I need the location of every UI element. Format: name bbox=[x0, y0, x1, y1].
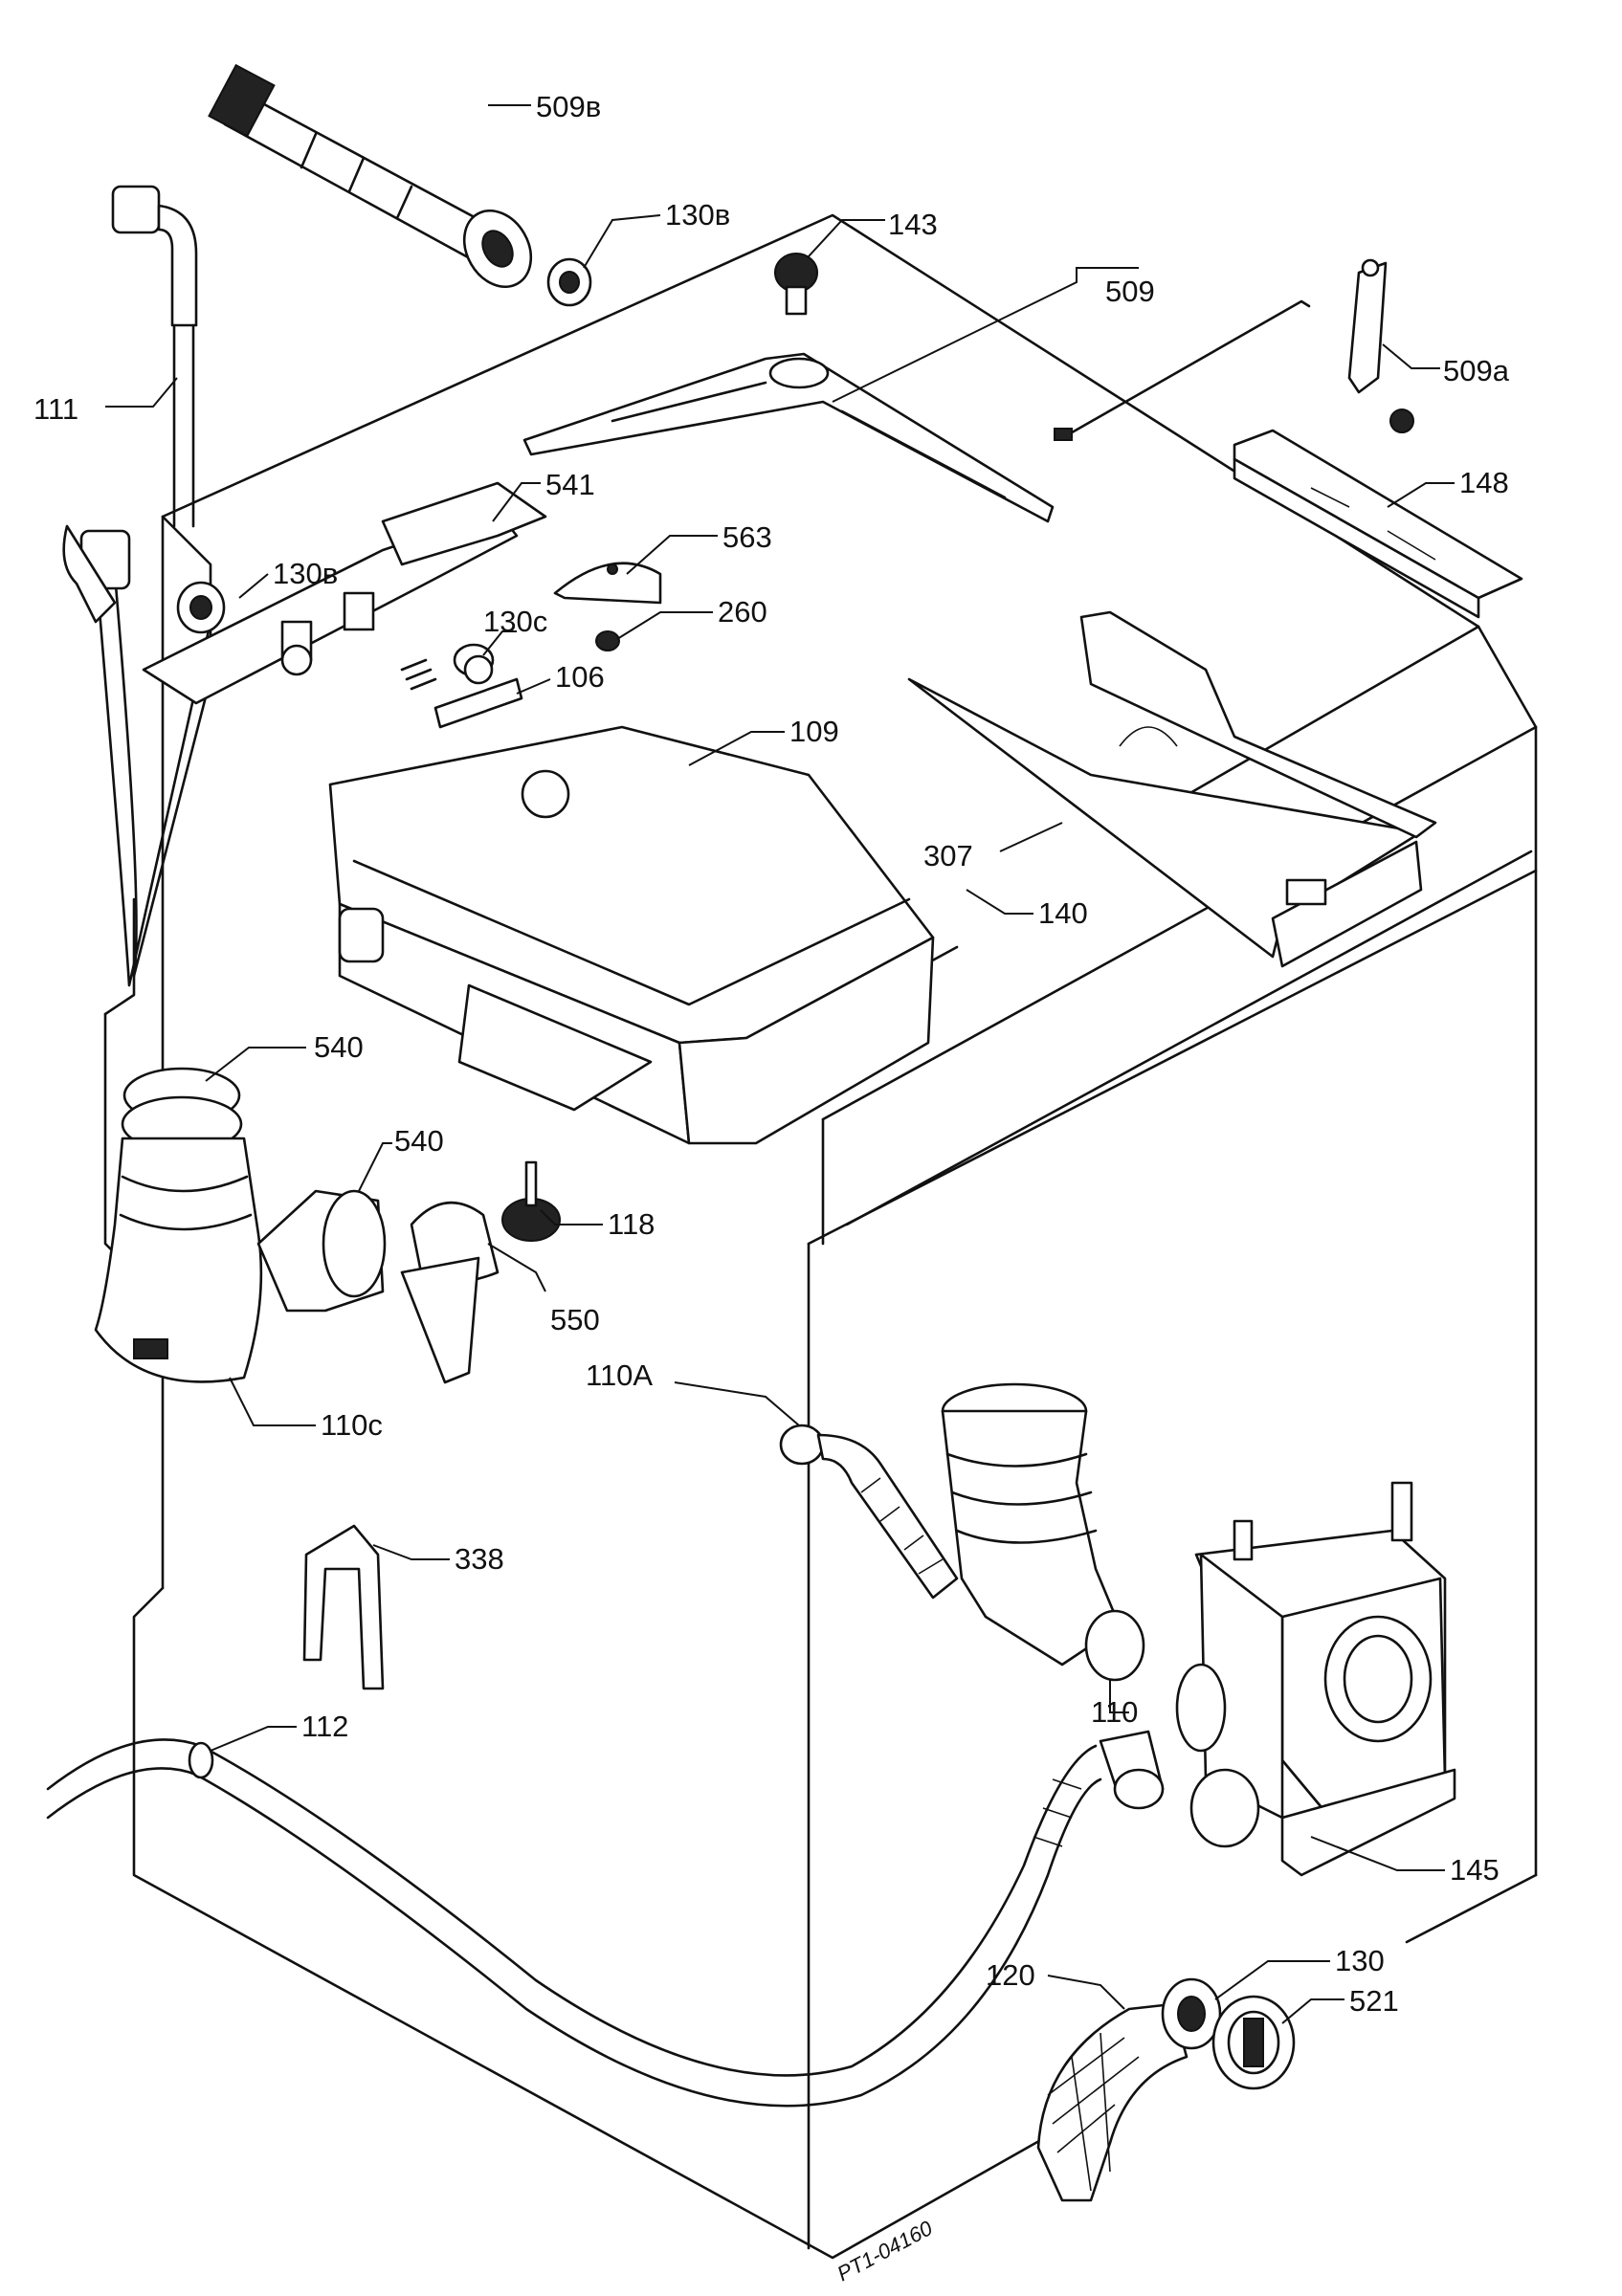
callout-106: 106 bbox=[555, 660, 605, 694]
callout-120: 120 bbox=[986, 1958, 1035, 1992]
handle-148 bbox=[1233, 429, 1523, 619]
drain-hose-112 bbox=[46, 1730, 1165, 2108]
gear-118 bbox=[501, 1160, 561, 1242]
nut-130b-mid bbox=[176, 581, 226, 634]
bracket-541 bbox=[142, 481, 547, 705]
callout-550: 550 bbox=[550, 1303, 600, 1336]
callout-labels: 509в 130в 143 509 509а 111 541 563 148 1… bbox=[33, 90, 1510, 2285]
cabinet-outline bbox=[103, 213, 1538, 2260]
cam-563 bbox=[553, 562, 662, 605]
callout-111: 111 bbox=[33, 392, 78, 426]
seal-130 bbox=[1161, 1977, 1222, 2050]
callout-140: 140 bbox=[1038, 896, 1088, 930]
drawing-reference: PT1-04160 bbox=[833, 2216, 938, 2286]
callout-130b-mid: 130в bbox=[273, 557, 338, 590]
callout-540-a: 540 bbox=[314, 1030, 364, 1064]
callout-521: 521 bbox=[1349, 1984, 1399, 2018]
callout-338: 338 bbox=[455, 1542, 504, 1576]
sump-hose-110c bbox=[94, 1067, 387, 1383]
pump-145 bbox=[1175, 1481, 1456, 1877]
callout-143: 143 bbox=[888, 208, 938, 241]
clamp-338 bbox=[302, 1524, 385, 1690]
callout-260: 260 bbox=[718, 595, 767, 629]
filter-120 bbox=[1036, 2002, 1189, 2202]
inlet-hose-111 bbox=[62, 185, 222, 987]
callout-110c: 110c bbox=[321, 1408, 383, 1442]
callout-307: 307 bbox=[923, 839, 973, 872]
callout-540-b: 540 bbox=[394, 1124, 444, 1158]
inlet-pipe-509b bbox=[208, 63, 533, 289]
knob-143 bbox=[774, 253, 818, 316]
rod-509a bbox=[1054, 258, 1414, 441]
callout-110a: 110A bbox=[586, 1358, 653, 1392]
dispenser-housing-109 bbox=[328, 725, 935, 1145]
callout-112: 112 bbox=[301, 1710, 348, 1743]
small-hose-110a bbox=[779, 1424, 959, 1600]
callout-118: 118 bbox=[608, 1207, 655, 1241]
callout-509b: 509в bbox=[536, 90, 601, 123]
callout-130: 130 bbox=[1335, 1944, 1385, 1977]
callout-109: 109 bbox=[789, 715, 839, 748]
elbow-110 bbox=[941, 1382, 1145, 1682]
callout-563: 563 bbox=[722, 520, 772, 554]
callout-110: 110 bbox=[1091, 1695, 1138, 1729]
drawer-307 bbox=[907, 610, 1437, 968]
callout-145: 145 bbox=[1450, 1853, 1500, 1887]
part-260 bbox=[595, 630, 620, 651]
callout-130b-top: 130в bbox=[665, 198, 730, 232]
lever-509 bbox=[522, 352, 1055, 523]
switch-106 bbox=[433, 654, 523, 729]
leader-lines bbox=[105, 104, 1455, 2024]
nut-130b-top bbox=[546, 257, 592, 307]
clip-550 bbox=[400, 1201, 500, 1384]
callout-130c: 130c bbox=[483, 605, 547, 638]
callout-541: 541 bbox=[545, 468, 595, 501]
cap-521 bbox=[1211, 1995, 1296, 2090]
callout-148: 148 bbox=[1459, 466, 1509, 499]
callout-509a: 509а bbox=[1443, 354, 1510, 387]
callout-509: 509 bbox=[1105, 275, 1155, 308]
